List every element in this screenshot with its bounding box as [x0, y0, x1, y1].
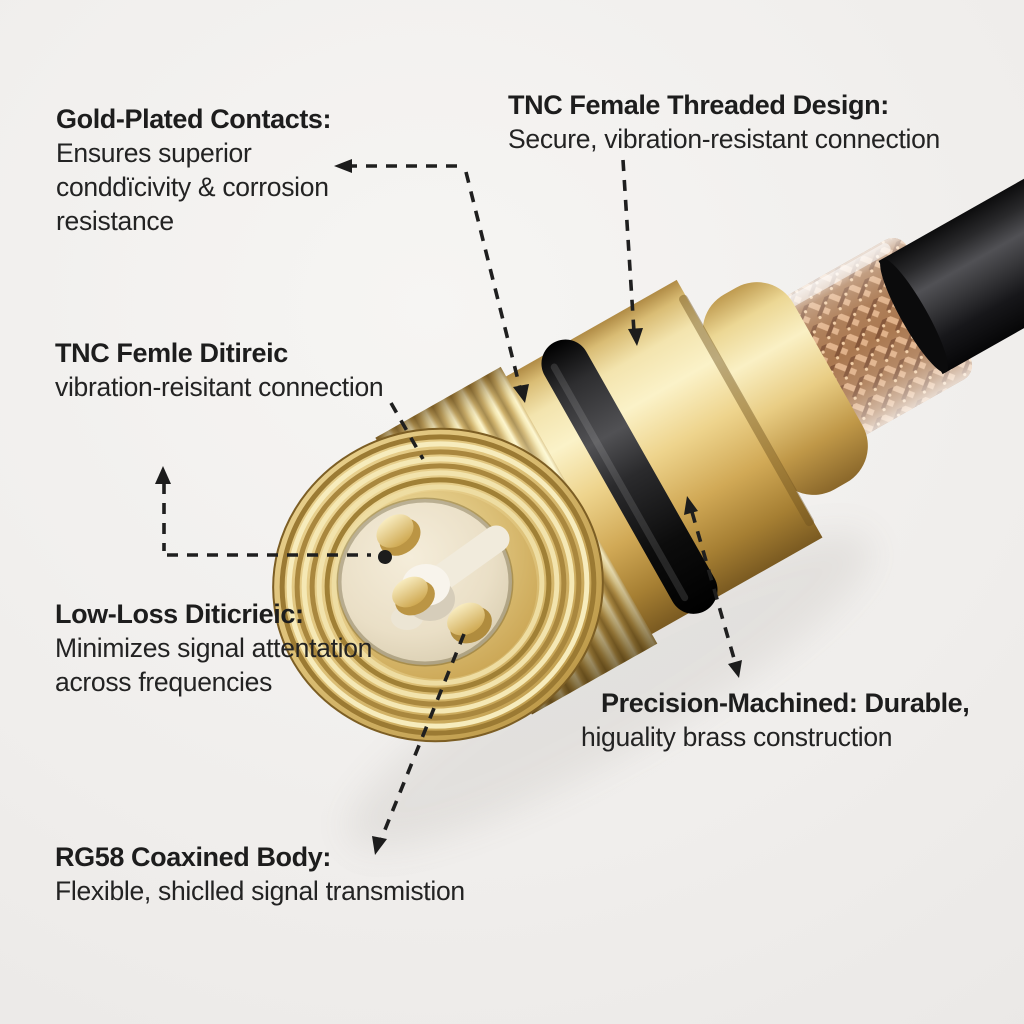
callout-tnc-threaded-design: TNC Female Threaded Design: Secure, vibr…	[508, 89, 940, 156]
leader-lines	[162, 159, 737, 843]
gold-pin	[376, 514, 421, 556]
leader-dot-icon	[378, 550, 392, 564]
arrowhead-left-icon	[334, 159, 352, 173]
callout-gold-plated-contacts: Gold-Plated Contacts: Ensures superior c…	[56, 103, 332, 238]
callout-line: Flexible, shiclled signal transmistion	[55, 876, 465, 906]
leader-tnc-femle	[389, 402, 425, 460]
callout-heading: Low-Loss Diticrieic:	[55, 599, 304, 629]
callout-heading: Gold-Plated Contacts:	[56, 104, 332, 134]
leader-arrowheads	[155, 159, 742, 855]
arrowhead-up-icon	[684, 496, 698, 515]
leader-gold-plated	[346, 164, 523, 393]
callout-line: across frequencies	[55, 667, 273, 697]
connector-shadow	[346, 532, 874, 848]
o-ring	[541, 339, 718, 614]
callout-line: vibration-reisitant connection	[55, 372, 384, 402]
callout-tnc-femle: TNC Femle Ditireic vibration-reisitant c…	[55, 337, 384, 404]
callout-line: higuality brass construction	[581, 722, 893, 752]
face-thread-rings	[279, 434, 597, 736]
callout-heading: Precision-Machined: Durable,	[601, 688, 970, 718]
cable-jacket	[878, 98, 1024, 375]
arrowhead-down-icon	[728, 660, 742, 678]
callout-line: conddïcivity & corrosion	[56, 172, 329, 202]
callout-low-loss: Low-Loss Diticrieic: Minimizes signal at…	[55, 598, 372, 699]
gold-pin	[447, 602, 492, 644]
leader-precision	[690, 511, 737, 663]
gold-pin	[392, 576, 435, 616]
dielectric-key-slot	[426, 525, 510, 593]
callout-rg58-body: RG58 Coaxined Body: Flexible, shiclled s…	[55, 841, 465, 908]
callout-precision-machined: Precision-Machined: Durable, higuality b…	[581, 687, 970, 754]
callout-line: Minimizes signal attentation	[55, 633, 373, 663]
leader-tnc-threaded	[621, 159, 636, 333]
callout-line: Ensures superior	[56, 138, 252, 168]
callout-heading: TNC Femle Ditireic	[55, 338, 288, 368]
callout-heading: TNC Female Threaded Design:	[508, 90, 889, 120]
connector-face	[272, 427, 604, 743]
arrowhead-down-icon	[628, 328, 643, 346]
brass-step-edge	[679, 294, 815, 527]
callout-line: Secure, vibration-resistant connection	[508, 124, 940, 154]
arrowhead-down-icon	[513, 384, 529, 403]
callout-heading: RG58 Coaxined Body:	[55, 842, 331, 872]
leader-rg58	[378, 633, 466, 843]
callout-line: resistance	[56, 206, 174, 236]
brass-rear-collar	[702, 282, 868, 495]
arrowhead-up-icon	[155, 466, 171, 484]
arrowhead-down-icon	[372, 836, 387, 855]
leader-low-loss	[162, 483, 371, 557]
